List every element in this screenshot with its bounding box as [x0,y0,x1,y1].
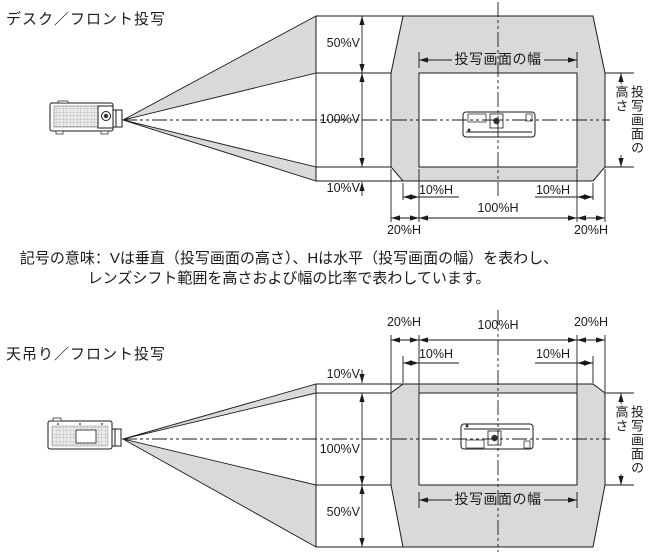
projector-foot-front [55,130,64,135]
screen-height-label: 投写画面の 高さ [613,85,645,155]
projector-screw-3 [101,423,103,425]
projector-top-view [462,111,536,138]
screen-width-pct-label: 100%H [477,201,519,215]
desk-front-diagram [49,2,634,222]
projector-plan-dot [467,128,471,132]
projector-vent-grille [53,105,99,128]
projector-plan-panel [465,439,485,449]
projector-plan-lens [491,434,498,442]
shift-down-label: 10%V [326,181,360,195]
note-line-1: 記号の意味：Vは垂直（投写画面の高さ）、Hは水平（投写画面の幅）を表わし、 [19,250,559,267]
shift-left-label: 20%H [386,315,422,329]
screen-height-label-col2: 高さ [613,85,629,113]
projector-lens-barrel [112,109,123,128]
projector-top-tab [57,100,69,104]
center-lines [122,310,610,552]
screen-height-label-col1: 投写画面の [629,405,644,475]
projector-screw-2 [79,423,81,425]
projector-lamp-cover [75,429,97,444]
projector-screw-1 [57,423,59,425]
screen-width-pct-label: 100%H [477,318,519,332]
projector-plan-panel [467,113,487,123]
shift-right-reduced-label: 10%H [535,183,571,197]
ceiling-front-diagram [47,310,634,552]
projection-cone [122,15,317,182]
projector-foot-rear [100,130,109,135]
projector-plan-connector [525,113,533,122]
center-lines [122,2,610,196]
screen-width-label: 投写画面の幅 [454,51,542,67]
shift-left-reduced-label: 10%H [418,347,454,361]
shift-right-label: 20%H [573,315,609,329]
screen-height-label-col2: 高さ [613,405,629,433]
projector-plan-dot [465,424,469,428]
projector-side-view [47,417,122,450]
projection-cone [122,383,317,548]
projector-lens-barrel [111,428,122,447]
shift-up-label: 10%V [326,367,360,381]
screen-width-label: 投写画面の幅 [454,491,542,507]
ceiling-front-title: 天吊り／フロント投写 [6,346,167,363]
projector-plan-connector [523,440,531,449]
projector-lens-glass [103,113,109,119]
shift-right-label: 20%H [573,223,609,237]
projector-plan-lens [493,117,500,125]
note-line-2: レンズシフト範囲を高さおよび幅の比率で表わしています。 [87,270,491,287]
shift-down-label: 50%V [326,505,360,519]
screen-height-pct-label: 100%V [319,112,360,126]
cone-lower-wedge [122,438,317,548]
screen-height-pct-label: 100%V [319,442,360,456]
screen-height-label-col1: 投写画面の [629,85,644,155]
cone-lower-wedge [122,119,317,182]
shift-left-label: 20%H [386,223,422,237]
cone-upper-wedge [122,383,317,440]
projector-side-view [49,100,123,135]
shift-left-reduced-label: 10%H [418,183,454,197]
shift-right-reduced-label: 10%H [535,347,571,361]
projector-top-view [460,423,534,450]
screen-height-label: 投写画面の 高さ [613,405,645,475]
projector-top-tab [52,417,62,422]
shift-up-label: 50%V [326,36,360,50]
cone-upper-wedge [122,15,317,121]
desk-front-title: デスク／フロント投写 [6,11,167,28]
